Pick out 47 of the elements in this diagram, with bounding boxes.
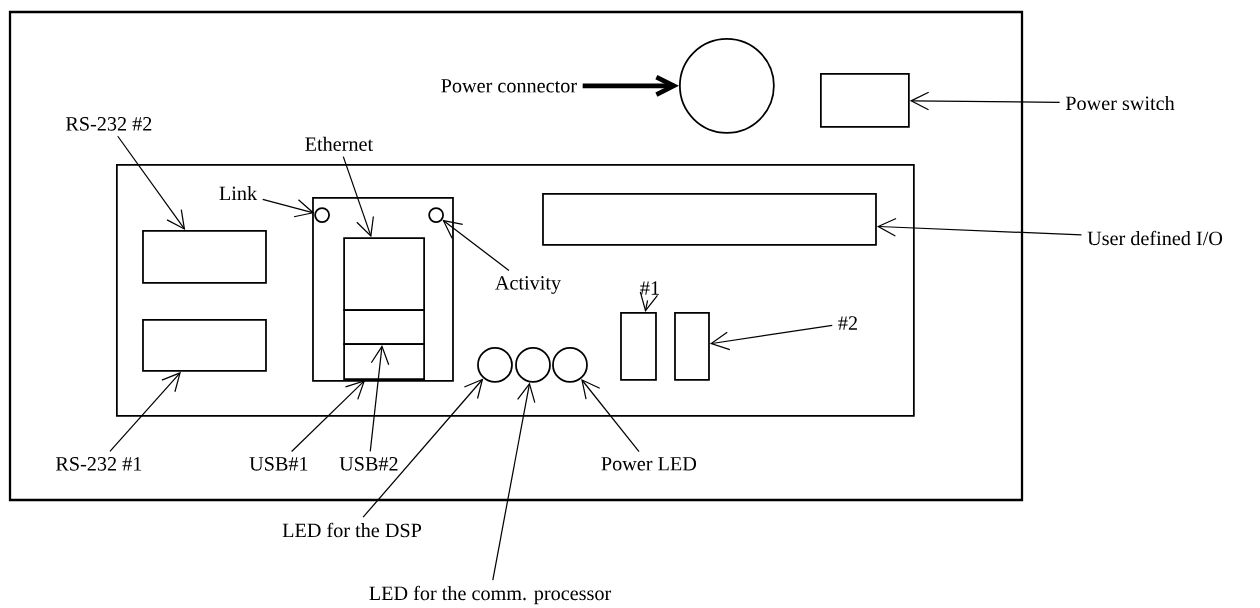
- port-socket: [674, 312, 710, 381]
- network-module: [312, 197, 454, 382]
- leader-arrow: [581, 378, 640, 453]
- callout-label: USB#2: [339, 457, 398, 471]
- leader-arrow: [109, 371, 181, 453]
- callout-label: Power connector: [441, 79, 577, 93]
- callout-label: #1: [640, 281, 659, 295]
- led-indicator: [552, 347, 588, 383]
- callout-label: RS-232 #1: [55, 457, 142, 471]
- power-connector: [679, 37, 775, 134]
- led-indicator: [515, 347, 551, 383]
- serial-port: [142, 230, 267, 284]
- leader-arrow: [117, 135, 186, 231]
- callout-label: RS-232 #2: [65, 117, 152, 131]
- leader-arrow: [369, 344, 390, 453]
- leader-arrow: [709, 324, 833, 351]
- callout-label: USB#1: [249, 457, 308, 471]
- usb-port: [343, 343, 425, 380]
- led-indicator: [477, 347, 513, 383]
- leader-arrow: [582, 75, 679, 97]
- leader-arrow: [876, 217, 1083, 237]
- leader-arrow: [492, 382, 536, 581]
- leader-arrow: [362, 378, 484, 518]
- network-jack: [343, 237, 425, 311]
- leader-arrow: [262, 198, 315, 218]
- callout-label: LED for the DSP: [282, 522, 422, 538]
- callout-label: Activity: [495, 276, 562, 294]
- callout-label: Power switch: [1065, 95, 1175, 111]
- usb-port: [343, 309, 425, 345]
- connector-panel: [116, 163, 915, 417]
- leader-arrow: [342, 155, 374, 238]
- callout-label: #2: [838, 316, 857, 330]
- callout-label: Ethernet: [305, 136, 373, 151]
- callout-label: User defined I/O: [1087, 230, 1223, 246]
- leader-arrow: [291, 379, 366, 453]
- serial-port: [142, 319, 267, 372]
- io-slot: [542, 193, 877, 246]
- power-switch: [820, 72, 910, 128]
- callout-label: LED for the comm. processor: [369, 585, 612, 605]
- port-socket: [620, 312, 657, 381]
- led-indicator: [314, 207, 330, 223]
- callout-label: Power LED: [601, 457, 697, 471]
- led-indicator: [428, 207, 444, 223]
- leader-arrow: [442, 219, 510, 272]
- callout-label: Link: [219, 185, 258, 200]
- leader-arrow: [909, 91, 1061, 111]
- enclosure-panel: [8, 10, 1024, 502]
